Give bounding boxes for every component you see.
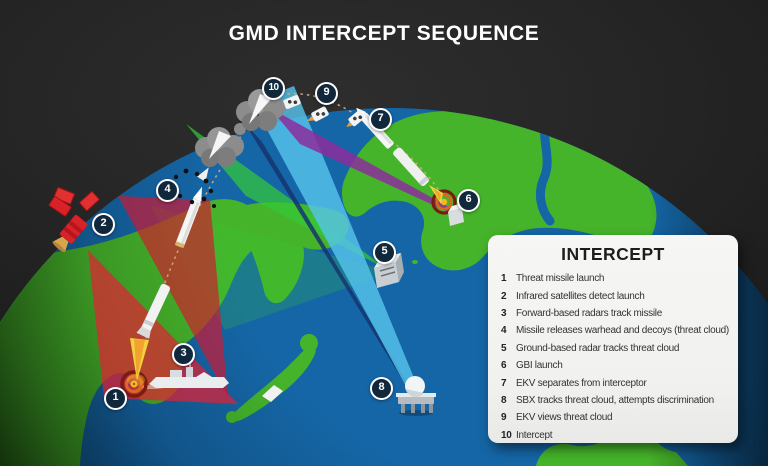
marker-7: 7 [369, 108, 392, 131]
legend-item-3: 3 Forward-based radars track missile [501, 305, 730, 322]
marker-10-label: 10 [268, 82, 279, 93]
marker-1-label: 1 [112, 391, 119, 403]
ekv-view-beam [270, 108, 457, 216]
legend-list: 1 Threat missile launch 2 Infrared satelli… [488, 270, 738, 444]
marker-3-label: 3 [180, 347, 187, 359]
legend-item-4-text: Missile releases warhead and decoys (thr… [516, 325, 729, 337]
legend-item-5-num: 5 [501, 342, 507, 354]
marker-4-label: 4 [164, 183, 171, 195]
legend-item-1-text: Threat missile launch [516, 273, 605, 285]
legend-item-10: 10 Intercept [501, 427, 730, 444]
marker-7-label: 7 [377, 112, 384, 124]
legend-item-1-num: 1 [501, 273, 507, 285]
legend-item-8: 8 SBX tracks threat cloud, attempts discr… [501, 392, 730, 409]
sbx-beam [252, 86, 421, 395]
threat-missile-booster [136, 283, 171, 339]
ship-bridge [186, 367, 193, 377]
ekv-icon-separating [346, 109, 366, 127]
marker-5-label: 5 [381, 245, 388, 257]
marker-8: 8 [370, 377, 393, 400]
flame-inner [134, 339, 145, 378]
marker-2-label: 2 [100, 217, 107, 229]
legend-item-3-text: Forward-based radars track missile [516, 307, 662, 319]
satellite-body [59, 214, 88, 244]
legend-item-10-text: Intercept [516, 429, 553, 441]
satellite-panels [48, 187, 100, 217]
legend-item-7-num: 7 [501, 377, 507, 389]
marker-5: 5 [373, 241, 396, 264]
marker-8-label: 8 [378, 381, 385, 393]
legend-item-9: 9 EKV views threat cloud [501, 409, 730, 426]
warhead-in-cloud [209, 131, 231, 159]
warhead-icon [197, 167, 209, 182]
threat-missile-flame [127, 338, 149, 386]
legend-item-6: 6 GBI launch [501, 357, 730, 374]
legend-item-2-text: Infrared satellites detect launch [516, 290, 645, 302]
forward-radar-beam [118, 196, 228, 398]
marker-2: 2 [92, 213, 115, 236]
legend-item-4-num: 4 [501, 325, 507, 337]
forward-radar-station-icon [262, 385, 283, 402]
satellite-nozzle [52, 236, 69, 252]
gbi-flame [429, 185, 443, 204]
legend-item-10-num: 10 [501, 429, 512, 441]
launch-ring-dot [132, 382, 136, 386]
marker-1: 1 [104, 387, 127, 410]
threat-launch-site-icon [120, 370, 148, 398]
interceptor-trajectory [280, 92, 441, 193]
sensor-beams [88, 86, 457, 404]
launch-ring-outer [120, 370, 148, 398]
marker-3: 3 [172, 343, 195, 366]
legend-item-2-num: 2 [501, 290, 507, 302]
gbi-launch-site-icon [431, 189, 457, 215]
legend-item-9-text: EKV views threat cloud [516, 412, 613, 424]
legend-panel: INTERCEPT 1 Threat missile launch 2 Infrar… [488, 235, 738, 443]
threat-cloud-icon [195, 127, 244, 167]
ship-superstructure [170, 370, 182, 377]
ekv-in-cloud [249, 94, 272, 124]
legend-item-8-num: 8 [501, 394, 507, 406]
infrared-satellite-icon [48, 187, 100, 253]
legend-item-2: 2 Infrared satellites detect launch [501, 287, 730, 304]
legend-item-8-text: SBX tracks threat cloud, attempts discri… [516, 394, 714, 406]
marker-4: 4 [156, 179, 179, 202]
legend-title: INTERCEPT [561, 244, 665, 264]
legend-item-9-num: 9 [501, 412, 507, 424]
launch-ring-mid [125, 375, 143, 393]
satellite-ir-beam [88, 250, 238, 404]
legend-item-5: 5 Ground-based radar tracks threat cloud [501, 340, 730, 357]
sea-based-xband-radar-icon [396, 376, 436, 416]
legend-item-4: 4 Missile releases warhead and decoys (th… [501, 322, 730, 339]
legend-item-7-text: EKV separates from interceptor [516, 377, 647, 389]
legend-item-7: 7 EKV separates from interceptor [501, 374, 730, 391]
marker-10: 10 [262, 77, 285, 100]
legend-item-6-num: 6 [501, 360, 507, 372]
marker-9-label: 9 [323, 86, 330, 98]
ekv-icon-midcourse [306, 106, 329, 122]
marker-6: 6 [457, 189, 480, 212]
legend-item-6-text: GBI launch [516, 360, 563, 372]
flame-glow [127, 374, 145, 386]
threat-missile-icon [174, 186, 203, 249]
page-title: GMD INTERCEPT SEQUENCE [228, 22, 540, 45]
legend-item-5-text: Ground-based radar tracks threat cloud [516, 342, 680, 354]
gbi-booster [393, 147, 429, 186]
sbx-beam-shadow [244, 122, 415, 395]
legend-item-3-num: 3 [501, 307, 507, 319]
legend-item-1: 1 Threat missile launch [501, 270, 730, 287]
marker-9: 9 [315, 82, 338, 105]
ship-hull [149, 372, 229, 388]
marker-6-label: 6 [465, 193, 472, 205]
